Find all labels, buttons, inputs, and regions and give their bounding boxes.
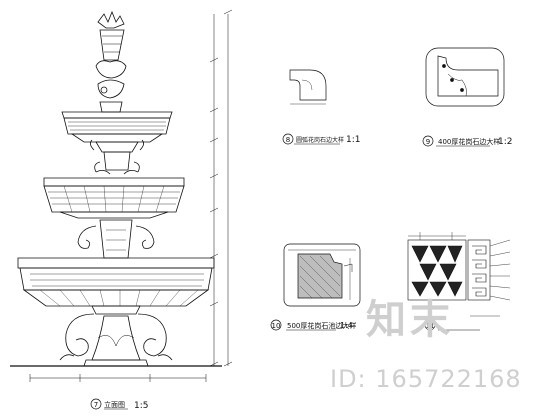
detail-9-number-circle xyxy=(422,135,434,147)
detail-9-title: 400厚花岗石边大样 xyxy=(438,137,500,146)
detail-10-frame xyxy=(283,243,361,307)
detail-9-number: 9 xyxy=(426,138,430,146)
detail-9 xyxy=(422,47,505,147)
fountain-finial xyxy=(95,10,127,113)
detail-10-number: 10 xyxy=(272,322,281,330)
detail-8-title: 圆弧花岗石边大样 xyxy=(296,136,344,144)
detail-9-scale: 1:2 xyxy=(498,137,512,147)
fountain-lower-column xyxy=(77,219,155,259)
watermark-logo: 知末 xyxy=(366,297,454,343)
watermark-id: ID: 165722168 xyxy=(330,365,522,393)
detail-8-number: 8 xyxy=(286,136,290,144)
detail-11-key-border xyxy=(467,239,491,301)
detail-8-section xyxy=(289,69,327,101)
detail-11-leaders xyxy=(408,232,511,301)
detail-8-number-circle xyxy=(282,133,294,145)
detail-10-scale: 1:4 xyxy=(340,321,353,330)
fountain-width-dimension xyxy=(29,374,207,382)
detail-11-number-circle xyxy=(424,319,436,331)
detail-9-section xyxy=(437,55,499,97)
fountain-title: 7 立面图 1:5 xyxy=(90,398,148,411)
fountain-middle-column xyxy=(94,151,140,175)
detail-10-number-circle xyxy=(270,319,282,331)
fountain-number: 7 xyxy=(94,401,98,409)
fountain-middle-basin xyxy=(43,177,185,219)
detail-10-title: 500厚花岗石池边大样 xyxy=(287,321,356,330)
fountain-title-text: 立面图 xyxy=(104,400,125,409)
detail-10 xyxy=(270,243,361,331)
fountain-number-circle xyxy=(90,398,102,410)
fountain-base-scrolls xyxy=(59,313,173,367)
detail-9-frame xyxy=(425,47,505,107)
fountain-scale: 1:5 xyxy=(134,401,148,411)
detail-8-scale: 1:1 xyxy=(346,135,360,145)
fountain-upper-basin xyxy=(61,111,173,153)
detail-11-frame xyxy=(407,239,467,301)
detail-11 xyxy=(407,232,511,331)
fountain-lower-basin xyxy=(17,257,215,315)
fountain-height-dimension xyxy=(209,9,233,367)
detail-8 xyxy=(282,69,340,145)
fountain-elevation xyxy=(10,10,222,367)
detail-11-number: 11 xyxy=(426,322,435,330)
